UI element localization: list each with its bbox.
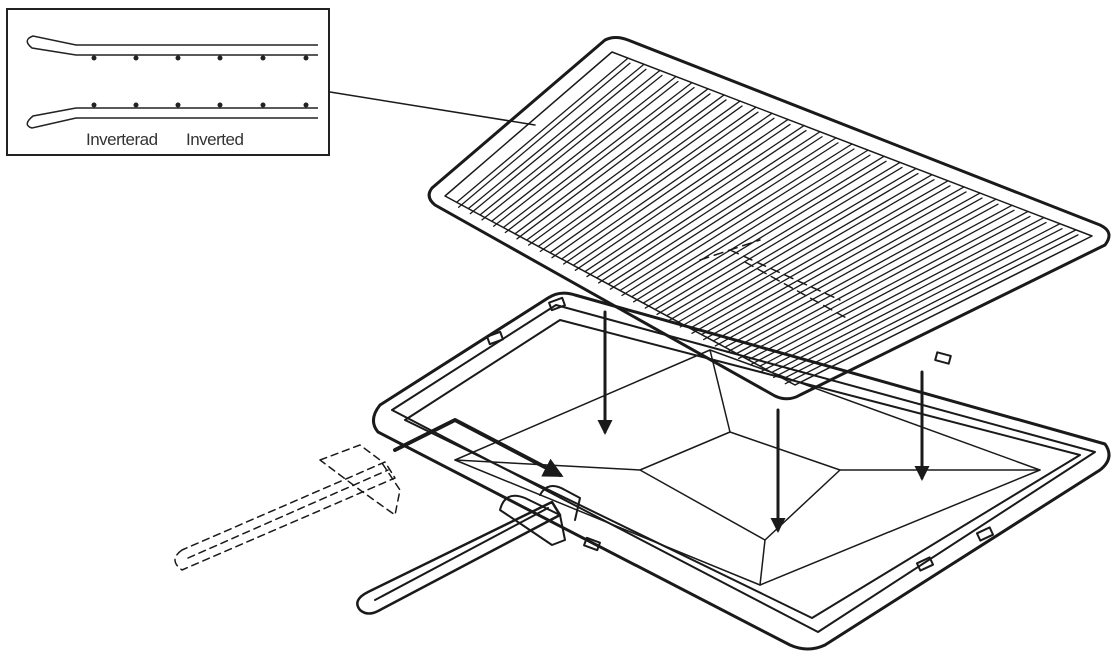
rack-wire [782, 229, 1077, 380]
rack-wire [586, 129, 807, 278]
rack-wire [549, 106, 757, 254]
inverted-rack-profile [26, 35, 318, 129]
rack-wire [572, 118, 789, 266]
rack-wire [656, 166, 903, 316]
rack-wire [761, 221, 1047, 372]
rack-wire [574, 123, 791, 271]
rack-wire [749, 215, 1031, 366]
inverted-rack-inset: Inverterad Inverted [6, 8, 330, 156]
rack-wire [528, 99, 727, 246]
rack-wire [724, 198, 997, 348]
rack-wire [491, 75, 677, 222]
inset-label-inverted: Inverted [186, 130, 244, 149]
inset-label-inverterad: Inverterad [86, 130, 158, 149]
rack-wire [563, 117, 775, 265]
rack-wire [759, 216, 1045, 367]
roasting-pan [372, 291, 1111, 651]
rack-wire [469, 68, 647, 215]
rack-wire [679, 179, 935, 328]
rack-wire [502, 82, 693, 229]
rack-wire [726, 203, 999, 353]
rack-wire [493, 80, 679, 227]
rack-wire [481, 74, 663, 221]
rack-wire [633, 154, 871, 303]
rack-wire [458, 62, 631, 208]
rack-wire [516, 93, 711, 240]
rack-wire [668, 172, 919, 322]
rack-wire [467, 63, 645, 210]
rack-wire [701, 186, 965, 336]
rack-wire [771, 223, 1061, 374]
rack-wire [456, 57, 629, 203]
rack-wire [621, 148, 855, 297]
rack-wire [539, 105, 743, 253]
rack-wire [691, 185, 951, 334]
rack-wire [561, 112, 773, 260]
rack-wire [479, 69, 661, 216]
rack-wire [712, 192, 981, 342]
wire-rack [427, 36, 1111, 401]
rack-wire [642, 155, 885, 304]
rack-wire [504, 87, 695, 234]
rack-wire [514, 88, 709, 235]
rack-wire [703, 191, 967, 341]
rack-wire [619, 143, 853, 292]
rack-wire [784, 234, 1079, 385]
rack-wire [666, 167, 917, 317]
rack-wire [537, 100, 741, 248]
rack-wire [584, 124, 805, 273]
rack-wire [631, 149, 869, 298]
callout-leader-line [329, 91, 536, 126]
rack-wire [747, 210, 1029, 361]
pan-handle[interactable] [356, 485, 581, 615]
rack-wire [689, 180, 949, 329]
rack-wire [596, 131, 821, 279]
rack-wire [736, 204, 1013, 355]
rack-wire [607, 137, 837, 285]
insert-direction-arrow-icon [393, 418, 564, 477]
rack-wire [654, 161, 901, 311]
rack-wire [644, 160, 887, 309]
rack-wire [773, 228, 1063, 379]
rack-wire [598, 136, 823, 284]
handle-alternate-position [174, 444, 401, 571]
rack-wire [677, 174, 933, 323]
rack-wire [609, 142, 839, 290]
rack-wire [526, 94, 725, 241]
rack-wire [738, 209, 1015, 360]
rack-wire [714, 197, 983, 347]
rack-wire [551, 111, 759, 259]
